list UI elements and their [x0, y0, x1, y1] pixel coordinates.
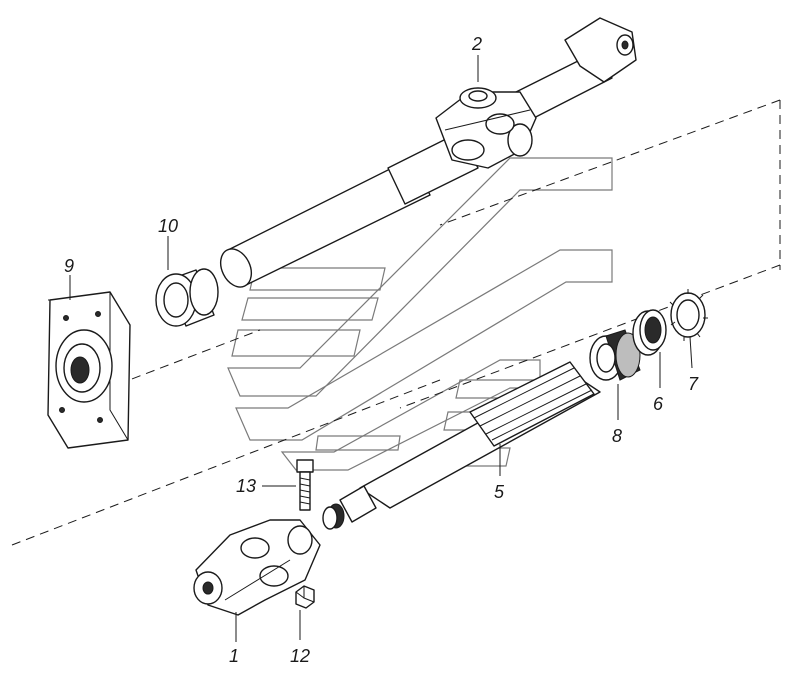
universal-joint-lower — [193, 519, 321, 616]
leader-lines — [69, 55, 693, 642]
lock-washer-7 — [669, 289, 708, 341]
upper-drive-shaft — [219, 17, 637, 288]
seal-ring-10 — [155, 268, 219, 327]
callout-8: 8 — [612, 426, 622, 446]
callout-12: 12 — [290, 646, 310, 666]
callout-labels: 2 10 9 8 6 7 5 13 1 12 — [64, 34, 699, 666]
callout-2: 2 — [471, 34, 482, 54]
universal-joint-upper — [435, 87, 537, 169]
watermark-logo — [227, 157, 613, 471]
callout-5: 5 — [494, 482, 505, 502]
splined-shaft-5 — [322, 361, 601, 530]
callout-9: 9 — [64, 256, 74, 276]
callout-7: 7 — [688, 374, 699, 394]
ring-6 — [632, 309, 667, 356]
assembly-axis-lines — [11, 99, 781, 546]
nut-12 — [295, 585, 315, 609]
bolt-13 — [296, 459, 314, 511]
mounting-flange-9 — [47, 291, 131, 449]
callout-1: 1 — [229, 646, 239, 666]
callout-6: 6 — [653, 394, 664, 414]
callout-13: 13 — [236, 476, 256, 496]
spline-bush-8 — [589, 329, 641, 381]
callout-10: 10 — [158, 216, 178, 236]
